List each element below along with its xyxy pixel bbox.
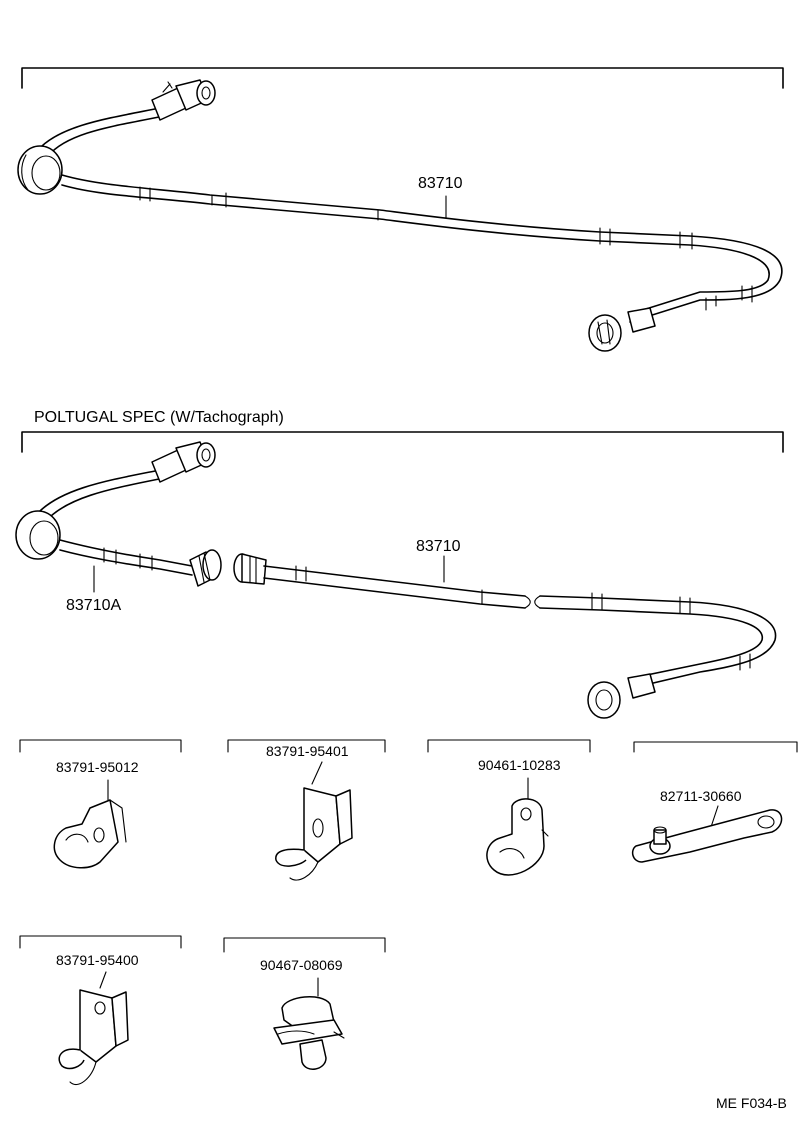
p-clamp-icon [486,798,549,876]
part-83791-95401[interactable]: 83791-95401 [227,739,386,881]
speedometer-cable-tachograph[interactable] [15,441,777,719]
cable-clip-icon [273,996,345,1070]
diagram-code: ME F034-B [716,1095,787,1111]
clamp-icon [53,799,127,869]
section-2-bracket [21,431,784,453]
part-bracket [427,739,591,753]
ground-strap-icon [631,809,783,863]
part-number: 83791-95401 [266,743,349,759]
part-83791-95012[interactable]: 83791-95012 [19,739,182,869]
bracket-clamp-icon [58,989,129,1086]
part-bracket [223,937,386,953]
top-assembly: 83710 [17,67,784,352]
part-number: 83791-95012 [56,759,139,775]
part-bracket [19,935,182,949]
part-number: 82711-30660 [660,788,742,804]
part-90467-08069[interactable]: 90467-08069 [223,937,386,1070]
part-bracket [19,739,182,753]
part-number: 83791-95400 [56,952,139,968]
part-bracket [633,741,798,753]
bracket-clamp-icon [275,787,353,881]
part-label-83710: 83710 [416,538,461,555]
part-bracket [227,739,386,753]
part-number: 90461-10283 [478,757,561,773]
part-82711-30660[interactable]: 82711-30660 [631,741,798,863]
tachograph-section: POLTUGAL SPEC (W/Tachograph) [15,409,784,719]
top-assembly-bracket [21,67,784,89]
part-90461-10283[interactable]: 90461-10283 [427,739,591,876]
part-label-83710: 83710 [418,175,463,192]
section-heading: POLTUGAL SPEC (W/Tachograph) [34,409,284,426]
part-83791-95400[interactable]: 83791-95400 [19,935,182,1086]
part-label-83710a: 83710A [66,597,121,614]
part-number: 90467-08069 [260,957,343,973]
speedometer-cable-top[interactable] [17,79,783,352]
